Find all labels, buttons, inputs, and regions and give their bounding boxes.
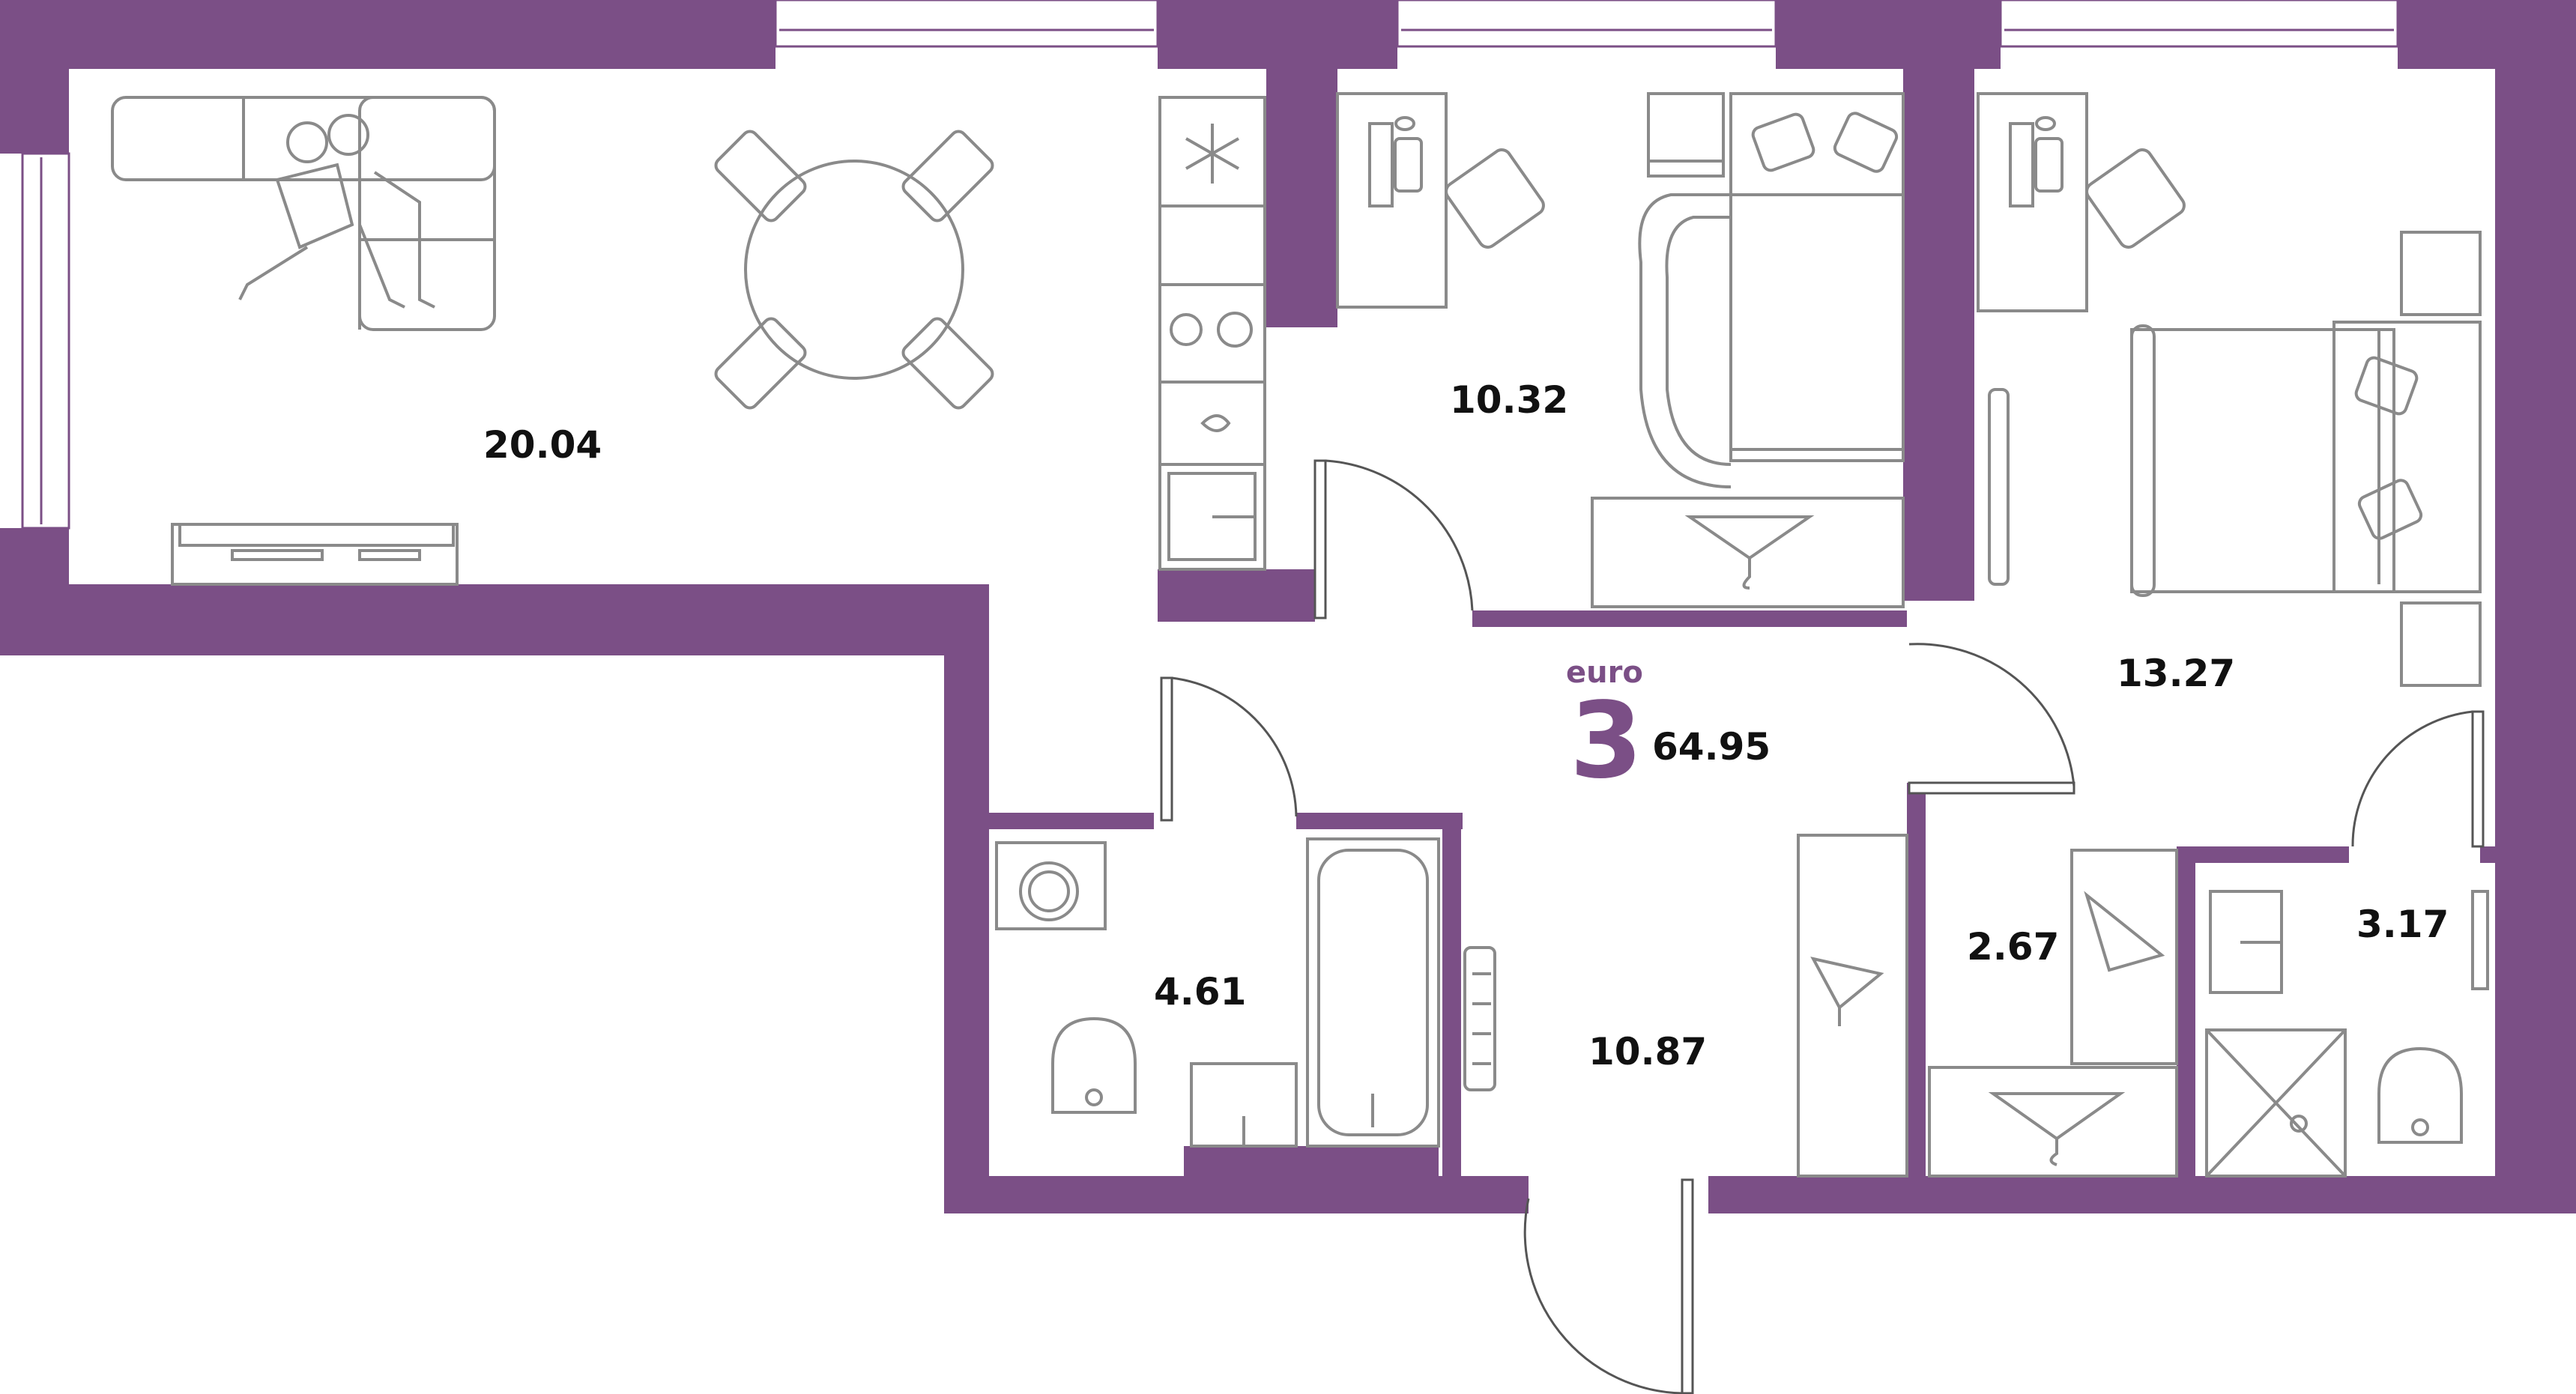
room-area-living-kitchen: 20.04 [483, 423, 602, 467]
hanger-icon [1591, 497, 1905, 608]
snowflake-icon [1185, 124, 1239, 184]
door-icon [1160, 459, 2485, 1394]
armchair-icon [2085, 148, 2186, 249]
chair-icon [714, 130, 994, 410]
sofa-icon [111, 96, 496, 331]
room-area-bedroom-1: 10.32 [1450, 378, 1569, 422]
stove-icon [1158, 283, 1266, 384]
desk-icon [1977, 92, 2088, 312]
dining-table-icon [744, 160, 964, 380]
sink-icon [2209, 890, 2283, 994]
room-area-shower-room: 3.17 [2356, 903, 2449, 946]
room-area-bathroom: 4.61 [1154, 970, 1247, 1013]
armchair-icon [1445, 148, 1545, 249]
toilet-icon [1051, 1016, 1137, 1114]
room-count: 3 [1570, 680, 1643, 802]
pillow-icon [2354, 356, 2423, 540]
tv-stand-icon [171, 523, 459, 586]
toilet-icon [2377, 1046, 2463, 1144]
furniture [111, 92, 2489, 1178]
apartment-type-label: euro [1566, 655, 1643, 690]
exterior-walls [0, 0, 2576, 1213]
bed-icon [1638, 92, 1905, 488]
total-area: 64.95 [1652, 725, 1771, 769]
towel-radiator-icon [1463, 946, 1496, 1091]
hanger-icon [2070, 849, 2178, 1065]
sink-icon [1158, 381, 1266, 466]
desk-icon [1336, 92, 1448, 309]
room-area-wardrobe: 2.67 [1967, 925, 2060, 969]
shower-icon [2205, 1028, 2347, 1178]
hanger-icon [1797, 834, 1908, 1178]
dishwasher-icon [1158, 463, 1266, 571]
room-area-hallway: 10.87 [1588, 1030, 1708, 1073]
fridge-icon [1158, 96, 1266, 207]
hanger-icon [1928, 1066, 2178, 1178]
pillow-icon [1751, 112, 1899, 173]
bed-icon [2130, 321, 2482, 597]
windows [21, 0, 2399, 530]
people-icon [238, 114, 435, 309]
washing-machine-icon [995, 841, 1107, 930]
sink-icon [1190, 1062, 1298, 1148]
bathtub-icon [1306, 837, 1440, 1148]
room-area-bedroom-2: 13.27 [2117, 652, 2236, 695]
